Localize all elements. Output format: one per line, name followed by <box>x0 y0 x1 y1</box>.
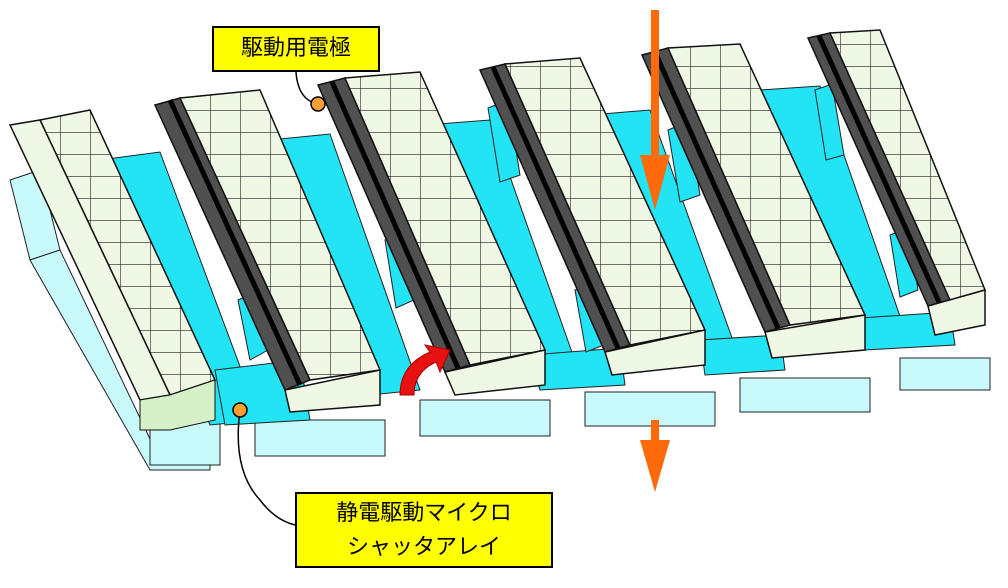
base-frame <box>9 169 991 471</box>
array-leader <box>232 402 296 526</box>
array-label-line1: 静電駆動マイクロ <box>336 501 512 526</box>
light-arrow-out <box>640 420 670 492</box>
shutter-array-callout: 静電駆動マイクロ シャッタアレイ <box>295 492 553 568</box>
shutter-plates <box>99 83 956 426</box>
electrode-label: 駆動用電極 <box>240 36 351 61</box>
rotation-arrow <box>399 344 451 396</box>
light-arrow-in <box>640 10 670 210</box>
electrode-callout: 駆動用電極 <box>212 26 380 72</box>
left-block-column <box>8 109 217 431</box>
electrode-leader <box>295 71 326 112</box>
array-label-line2: シャッタアレイ <box>346 535 501 560</box>
electrode-rails <box>153 29 987 413</box>
